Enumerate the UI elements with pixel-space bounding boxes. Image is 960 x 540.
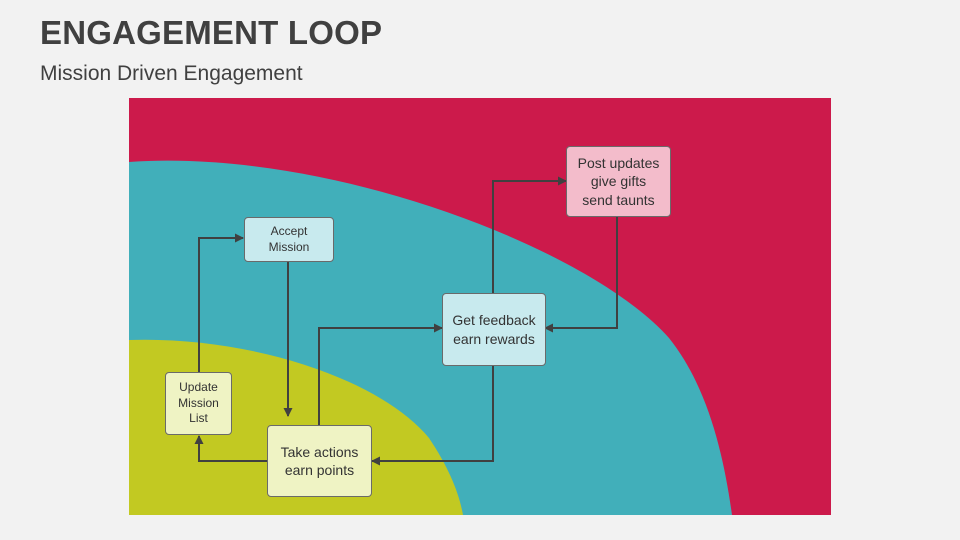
arrow-take-actions-to-feedback — [318, 323, 443, 426]
arrow-post-updates-to-feedback — [544, 217, 618, 333]
node-take-actions: Take actions earn points — [267, 425, 372, 497]
node-post-updates-label: Post updates give gifts send taunts — [577, 155, 660, 208]
node-update-mission-list: Update Mission List — [165, 372, 232, 435]
node-get-feedback-label: Get feedback earn rewards — [452, 312, 536, 347]
node-update-mission-list-label: Update Mission List — [178, 380, 219, 426]
arrow-update-list-to-accept — [198, 233, 244, 372]
node-accept-mission: Accept Mission — [244, 217, 334, 262]
engagement-loop-diagram: Accept Mission Update Mission List Take … — [129, 98, 831, 515]
node-accept-mission-label: Accept Mission — [268, 223, 310, 254]
node-take-actions-label: Take actions earn points — [280, 443, 359, 478]
slide-subtitle: Mission Driven Engagement — [40, 62, 303, 85]
node-get-feedback: Get feedback earn rewards — [442, 293, 546, 366]
arrow-take-actions-to-update-list — [194, 435, 267, 462]
arrow-feedback-to-take-actions — [371, 366, 494, 466]
slide-title: ENGAGEMENT LOOP — [40, 14, 383, 51]
arrow-feedback-to-post-updates — [492, 176, 567, 294]
node-post-updates: Post updates give gifts send taunts — [566, 146, 671, 217]
